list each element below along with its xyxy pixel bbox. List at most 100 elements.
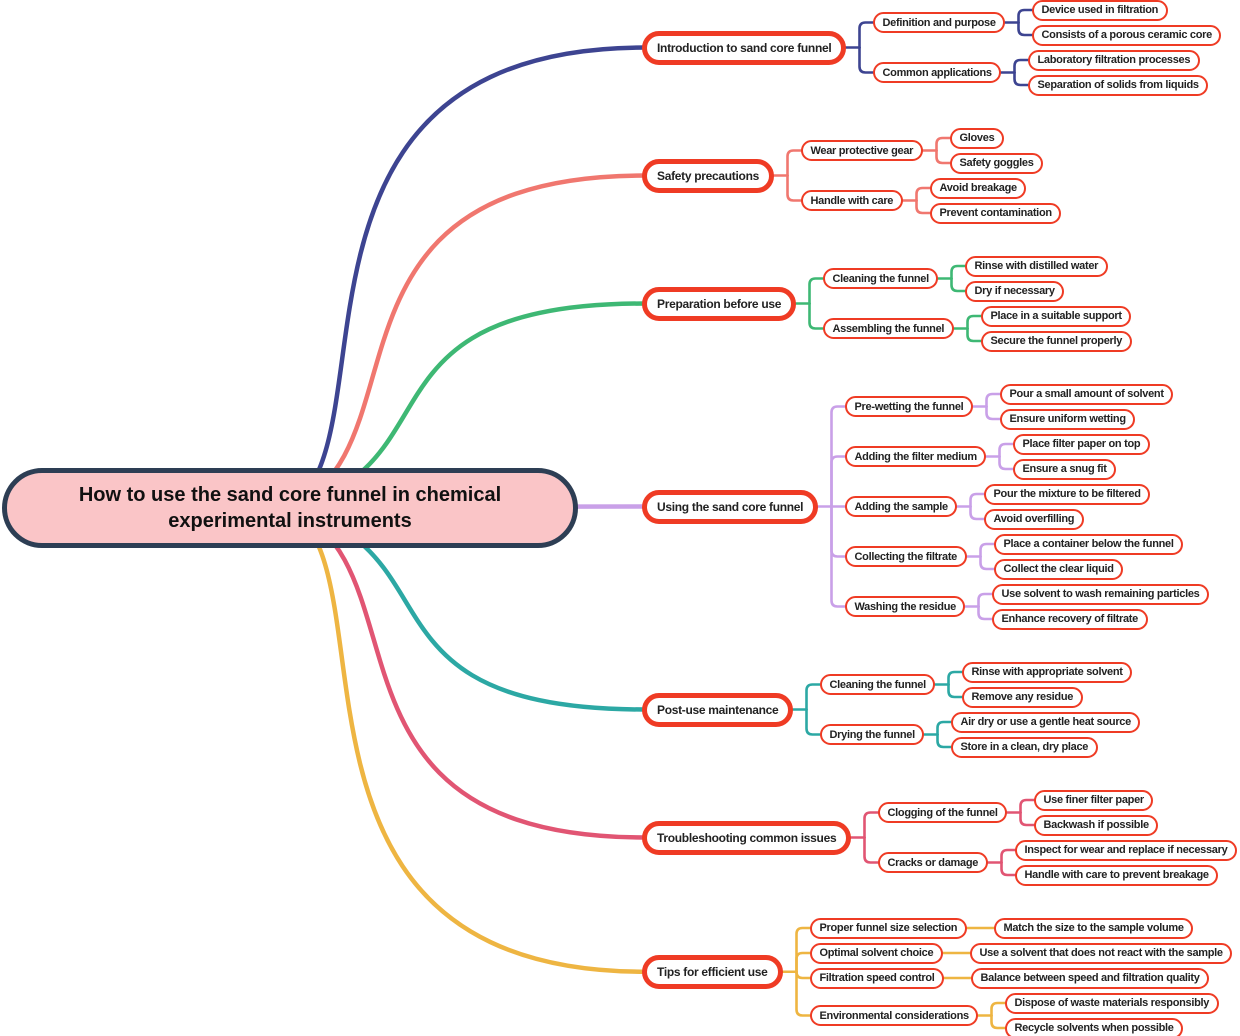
subtopic-node[interactable]: Optimal solvent choice xyxy=(810,942,943,964)
child-connector xyxy=(1013,71,1032,87)
leaf-node-label: Use solvent to wash remaining particles xyxy=(1001,588,1200,600)
subtopic-node[interactable]: Cleaning the funnel xyxy=(823,268,939,289)
leaf-node-label: Prevent contamination xyxy=(939,207,1053,219)
leaf-node[interactable]: Pour a small amount of solvent xyxy=(1000,383,1174,405)
leaf-node[interactable]: Place a container below the funnel xyxy=(994,533,1184,555)
subtopic-node[interactable]: Environmental considerations xyxy=(810,1005,979,1026)
root-label: How to use the sand core funnel in chemi… xyxy=(78,484,502,532)
leaf-node[interactable]: Use solvent to wash remaining particles xyxy=(992,583,1209,605)
branch-curve xyxy=(286,45,648,511)
leaf-node[interactable]: Device used in filtration xyxy=(1032,0,1168,21)
child-connector xyxy=(998,442,1017,458)
leaf-node[interactable]: Place in a suitable support xyxy=(981,305,1132,327)
leaf-node[interactable]: Collect the clear liquid xyxy=(994,558,1124,580)
leaf-node-label: Device used in filtration xyxy=(1041,4,1159,16)
child-connector xyxy=(1019,811,1038,827)
branch-node[interactable]: Using the sand core funnel xyxy=(642,489,819,524)
branch-node[interactable]: Post-use maintenance xyxy=(642,692,794,727)
leaf-node[interactable]: Pour the mixture to be filtered xyxy=(984,483,1151,505)
leaf-node[interactable]: Secure the funnel properly xyxy=(981,330,1132,352)
subtopic-node[interactable]: Cleaning the funnel xyxy=(820,674,936,695)
child-connector xyxy=(830,505,849,608)
leaf-node-label: Consists of a porous ceramic core xyxy=(1041,29,1213,41)
subtopic-node[interactable]: Wear protective gear xyxy=(801,140,923,161)
branch-node-label: Troubleshooting common issues xyxy=(657,830,837,845)
child-connector xyxy=(805,708,824,736)
leaf-node[interactable]: Store in a clean, dry place xyxy=(951,736,1098,758)
branch-node[interactable]: Safety precautions xyxy=(642,158,774,193)
branch-node[interactable]: Tips for efficient use xyxy=(642,954,783,989)
subtopic-node-label: Cleaning the funnel xyxy=(832,272,930,285)
leaf-node-label: Safety goggles xyxy=(959,157,1034,169)
subtopic-node-label: Filtration speed control xyxy=(819,972,935,984)
leaf-node[interactable]: Air dry or use a gentle heat source xyxy=(951,711,1141,733)
leaf-node[interactable]: Avoid overfilling xyxy=(984,508,1084,530)
subtopic-node[interactable]: Filtration speed control xyxy=(810,967,945,989)
subtopic-node[interactable]: Cracks or damage xyxy=(878,852,988,873)
child-connector xyxy=(786,174,805,202)
subtopic-node-label: Pre-wetting the funnel xyxy=(854,400,964,413)
leaf-node[interactable]: Use finer filter paper xyxy=(1034,789,1154,811)
subtopic-node[interactable]: Pre-wetting the funnel xyxy=(845,396,973,417)
subtopic-node[interactable]: Drying the funnel xyxy=(820,724,925,745)
root-node[interactable]: How to use the sand core funnel in chemi… xyxy=(2,468,578,548)
child-connector xyxy=(795,926,814,974)
leaf-node[interactable]: Match the size to the sample volume xyxy=(994,917,1194,939)
leaf-node[interactable]: Ensure uniform wetting xyxy=(1000,408,1136,430)
child-connector xyxy=(977,592,996,608)
subtopic-node[interactable]: Washing the residue xyxy=(845,596,966,617)
leaf-node-label: Store in a clean, dry place xyxy=(960,741,1089,753)
leaf-node[interactable]: Dry if necessary xyxy=(965,280,1065,302)
leaf-node[interactable]: Rinse with distilled water xyxy=(965,255,1108,277)
subtopic-node-label: Adding the filter medium xyxy=(854,450,978,463)
leaf-node-label: Backwash if possible xyxy=(1043,819,1150,831)
subtopic-node[interactable]: Clogging of the funnel xyxy=(878,802,1008,823)
leaf-node[interactable]: Backwash if possible xyxy=(1034,814,1159,836)
branch-node[interactable]: Troubleshooting common issues xyxy=(642,820,852,855)
leaf-node-label: Avoid overfilling xyxy=(993,513,1075,525)
leaf-node[interactable]: Handle with care to prevent breakage xyxy=(1015,864,1219,886)
leaf-node[interactable]: Gloves xyxy=(950,127,1004,149)
branch-node[interactable]: Introduction to sand core funnel xyxy=(642,30,847,65)
branch-node-label: Using the sand core funnel xyxy=(657,499,804,514)
subtopic-node[interactable]: Adding the filter medium xyxy=(845,446,987,467)
child-connector xyxy=(966,314,985,330)
leaf-node[interactable]: Separation of solids from liquids xyxy=(1028,74,1209,96)
subtopic-node[interactable]: Common applications xyxy=(873,62,1002,83)
subtopic-node[interactable]: Adding the sample xyxy=(845,496,958,517)
leaf-node[interactable]: Use a solvent that does not react with t… xyxy=(970,942,1233,964)
child-connector xyxy=(979,555,998,571)
subtopic-node[interactable]: Handle with care xyxy=(801,190,903,211)
subtopic-node-label: Handle with care xyxy=(810,194,894,207)
leaf-node[interactable]: Laboratory filtration processes xyxy=(1028,49,1200,71)
leaf-node[interactable]: Avoid breakage xyxy=(930,177,1027,199)
leaf-node[interactable]: Remove any residue xyxy=(962,686,1083,708)
leaf-node[interactable]: Prevent contamination xyxy=(930,202,1062,224)
leaf-node[interactable]: Safety goggles xyxy=(950,152,1044,174)
subtopic-node-label: Cleaning the funnel xyxy=(829,678,927,691)
leaf-node[interactable]: Place filter paper on top xyxy=(1013,433,1150,455)
leaf-node[interactable]: Recycle solvents when possible xyxy=(1005,1017,1184,1036)
subtopic-node-label: Drying the funnel xyxy=(829,728,916,741)
child-connector xyxy=(998,455,1017,471)
subtopic-node[interactable]: Collecting the filtrate xyxy=(845,546,967,567)
subtopic-node-label: Assembling the funnel xyxy=(832,322,945,335)
subtopic-node[interactable]: Definition and purpose xyxy=(873,12,1006,33)
leaf-node[interactable]: Enhance recovery of filtrate xyxy=(992,608,1148,630)
subtopic-node[interactable]: Assembling the funnel xyxy=(823,318,954,339)
leaf-node[interactable]: Ensure a snug fit xyxy=(1013,458,1117,480)
leaf-node[interactable]: Rinse with appropriate solvent xyxy=(962,661,1133,683)
leaf-node[interactable]: Balance between speed and filtration qua… xyxy=(971,967,1210,989)
child-connector xyxy=(947,683,966,699)
child-connector xyxy=(915,199,934,215)
leaf-node[interactable]: Dispose of waste materials responsibly xyxy=(1005,992,1219,1014)
branch-node[interactable]: Preparation before use xyxy=(642,286,797,321)
child-connector xyxy=(977,605,996,621)
leaf-node[interactable]: Inspect for wear and replace if necessar… xyxy=(1015,839,1237,861)
subtopic-node[interactable]: Proper funnel size selection xyxy=(810,917,967,939)
child-connector xyxy=(990,1001,1009,1017)
subtopic-node-label: Washing the residue xyxy=(854,600,957,613)
leaf-node-label: Enhance recovery of filtrate xyxy=(1001,613,1139,625)
leaf-node[interactable]: Consists of a porous ceramic core xyxy=(1032,24,1222,46)
branch-curve xyxy=(286,505,648,974)
